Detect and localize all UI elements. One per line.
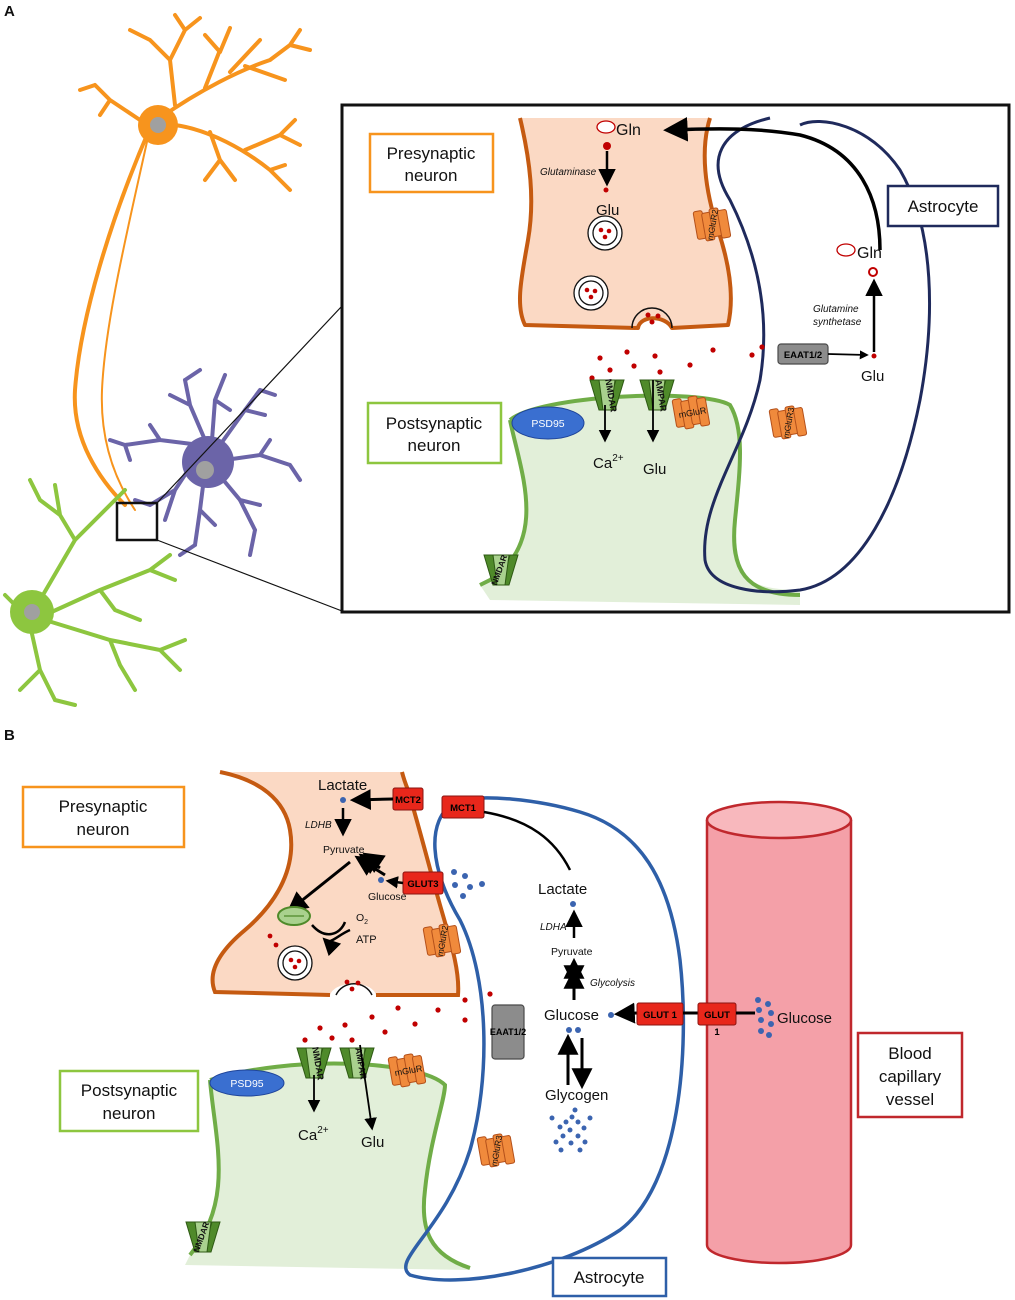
glut1-label-a: GLUT 1 xyxy=(643,1010,677,1021)
astrocyte-label-box-a xyxy=(886,184,1000,228)
ampar-channel-a: AMPAR xyxy=(639,379,675,413)
glycogen-label: Glycogen xyxy=(545,1087,608,1104)
psd95-a: PSD95 xyxy=(511,406,585,440)
mglur-receptor-b: mGluR xyxy=(387,1051,427,1090)
ampar-channel-b: AMPAR xyxy=(339,1047,375,1081)
glucose-dots-neuron xyxy=(451,869,485,899)
postsynaptic-label-a2: neuron xyxy=(408,436,461,455)
glucose-neuron-label: Glucose xyxy=(368,891,407,903)
glutaminase-label: Glutaminase xyxy=(540,167,597,178)
presynaptic-label-b2: neuron xyxy=(77,820,130,839)
synthetase-label: synthetase xyxy=(813,317,862,328)
postsynaptic-spine-b xyxy=(185,1063,470,1270)
glu-label-pre: Glu xyxy=(596,202,619,219)
astrocyte-label-box-b xyxy=(551,1256,668,1298)
gln-label-pre: Gln xyxy=(616,122,641,139)
lactate-neuron-label: Lactate xyxy=(318,777,367,794)
glut3-label: GLUT3 xyxy=(407,879,438,890)
eaat-transporter-b: EAAT1/2 xyxy=(490,1004,526,1060)
psd95-label-b: PSD95 xyxy=(230,1078,263,1090)
ldha-label: LDHA xyxy=(540,922,567,933)
postsynaptic-nucleus xyxy=(24,604,40,620)
postsynaptic-label-a: Postsynaptic xyxy=(386,414,483,433)
psd95-b: PSD95 xyxy=(209,1069,285,1097)
eaat-label-b: EAAT1/2 xyxy=(490,1027,526,1037)
mglur2-receptor-a: mGluR2 xyxy=(692,205,732,244)
mglur3-receptor-a: mGluR3 xyxy=(768,403,808,442)
blood-label-1: Blood xyxy=(888,1044,931,1063)
postsynaptic-label-b: Postsynaptic xyxy=(81,1081,178,1100)
mct2-transporter: MCT2 xyxy=(392,787,424,811)
astrocyte-label-b: Astrocyte xyxy=(574,1268,645,1287)
presynaptic-nucleus xyxy=(150,117,166,133)
mglur-receptor-a: mGluR xyxy=(671,393,711,432)
glutamate-dots-b xyxy=(302,991,493,1043)
presynaptic-label-box-a xyxy=(368,132,495,194)
presynaptic-neuron-illustration xyxy=(72,13,312,511)
glu-label-post-a: Glu xyxy=(643,461,666,478)
pyruvate-neuron-label: Pyruvate xyxy=(323,844,365,856)
mct1-transporter: MCT1 xyxy=(441,795,485,819)
nmdar-extrasynaptic-a: NMDAR xyxy=(483,553,519,587)
presynaptic-label-box-b xyxy=(21,785,186,849)
presynaptic-label-b: Presynaptic xyxy=(59,797,148,816)
postsynaptic-label-b2: neuron xyxy=(103,1104,156,1123)
eaat-transporter-a: EAAT1/2 xyxy=(777,343,829,365)
lactate-astro-label: Lactate xyxy=(538,881,587,898)
zoom-region xyxy=(115,501,159,542)
o2-label: O2 xyxy=(356,912,368,926)
ca-label-a: Ca2+ xyxy=(593,453,624,472)
glucose-astro-label: Glucose xyxy=(544,1007,599,1024)
ca-label-b: Ca2+ xyxy=(298,1125,329,1144)
mglur-label-a: mGluR xyxy=(678,405,708,420)
presynaptic-label-a2: neuron xyxy=(405,166,458,185)
vesicle-b1 xyxy=(277,945,313,981)
glucose-dots-blood xyxy=(755,997,774,1038)
gln-label-astro: Gln xyxy=(857,245,882,262)
astrocyte-label-a: Astrocyte xyxy=(908,197,979,216)
glut3-transporter: GLUT3 xyxy=(402,871,444,895)
mct2-label: MCT2 xyxy=(395,795,421,806)
glycolysis-label: Glycolysis xyxy=(590,978,635,989)
ldhb-label: LDHB xyxy=(305,820,332,831)
nmdar-extrasynaptic-b: NMDAR xyxy=(185,1220,221,1254)
mct1-label: MCT1 xyxy=(450,803,477,814)
eaat-label-a: EAAT1/2 xyxy=(784,350,822,361)
glut1-label-b: GLUT xyxy=(704,1010,730,1021)
panel-b-letter: B xyxy=(4,727,15,744)
glycogen-cluster xyxy=(549,1107,593,1153)
nmdar-channel-b: NMDAR xyxy=(296,1046,332,1081)
atp-label: ATP xyxy=(356,934,377,946)
postsynaptic-neuron-illustration xyxy=(3,478,187,707)
glu-label-post-b: Glu xyxy=(361,1134,384,1151)
postsynaptic-label-box-a xyxy=(366,401,503,465)
vesicle-a1 xyxy=(587,215,623,251)
astrocyte-nucleus xyxy=(196,461,214,479)
presynaptic-terminal-b xyxy=(212,772,459,995)
blood-capillary xyxy=(705,800,853,1265)
presynaptic-label-a: Presynaptic xyxy=(387,144,476,163)
blood-label-box xyxy=(856,1031,964,1119)
glut1-label-b2: 1 xyxy=(714,1027,720,1038)
vesicle-a2 xyxy=(573,275,609,311)
mglur-label-b: mGluR xyxy=(394,1063,424,1078)
postsynaptic-label-box-b xyxy=(58,1069,200,1133)
mglur3-receptor-b: mGluR3 xyxy=(476,1131,516,1170)
mglur2-receptor-b: mGluR2 xyxy=(422,921,462,960)
glut1-transporter-astro: GLUT 1 xyxy=(636,1002,684,1026)
glutamate-dots-a xyxy=(589,344,765,381)
glu-label-astro: Glu xyxy=(861,368,884,385)
psd95-label-a: PSD95 xyxy=(531,418,564,430)
astrocyte-process-b xyxy=(403,796,686,1282)
blood-label-2: capillary xyxy=(879,1067,942,1086)
postsynaptic-spine-a xyxy=(480,395,800,605)
glucose-blood-label: Glucose xyxy=(777,1010,832,1027)
blood-label-3: vessel xyxy=(886,1090,934,1109)
pyruvate-astro-label: Pyruvate xyxy=(551,946,593,958)
glutamine-label: Glutamine xyxy=(813,304,859,315)
nmdar-channel-a: NMDAR xyxy=(589,378,625,413)
panel-a-letter: A xyxy=(4,3,15,20)
